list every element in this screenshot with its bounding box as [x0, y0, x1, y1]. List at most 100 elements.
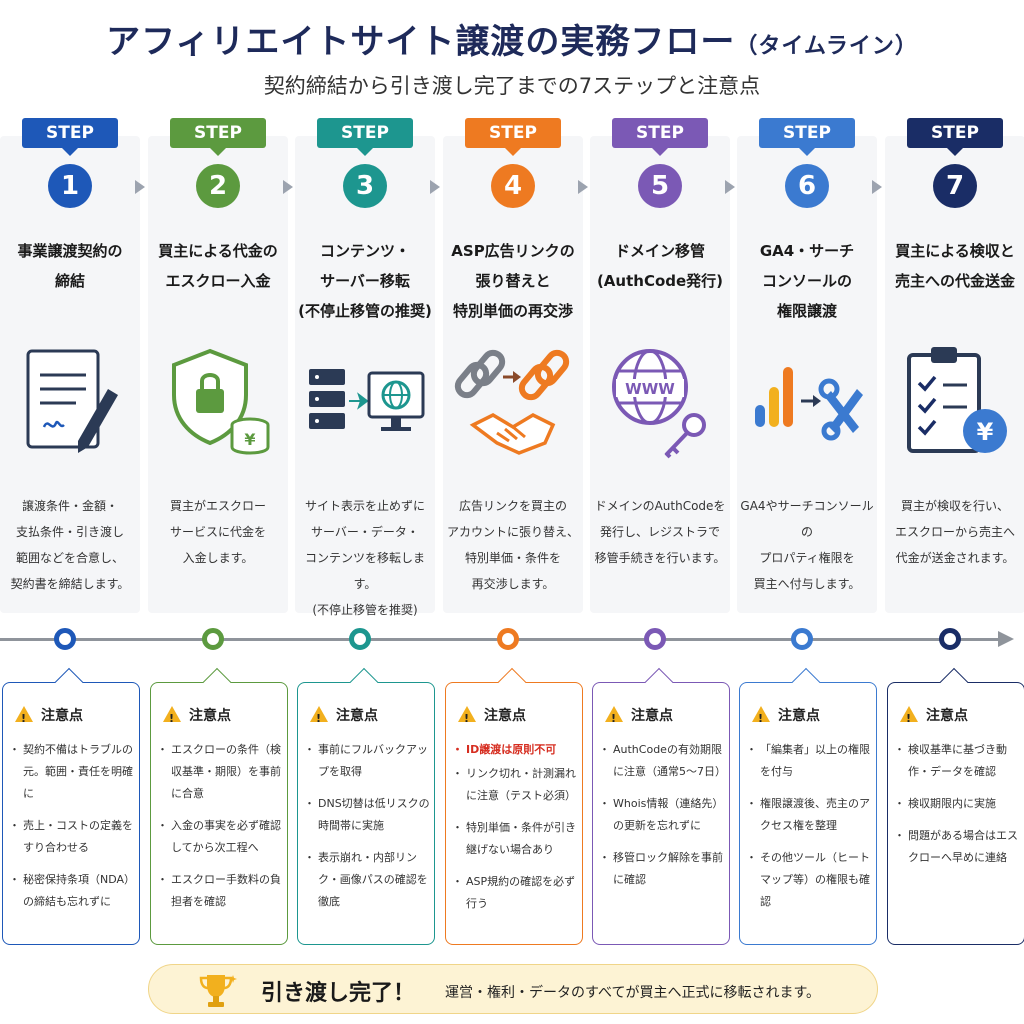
step-title-line: 事業譲渡契約の	[17, 242, 123, 260]
note-card: 注意点「編集者」以上の権限を付与権限譲渡後、売主のアクセス権を整理その他ツール（…	[739, 667, 877, 945]
step-number: 3	[343, 164, 387, 208]
step-tab: STEP	[759, 118, 855, 156]
note-list: 契約不備はトラブルの元。範囲・責任を明確に売上・コストの定義をすり合わせる秘密保…	[9, 739, 137, 923]
note-pointer	[644, 667, 674, 697]
server-migration-icon	[309, 369, 425, 431]
note-pointer	[497, 667, 527, 697]
step-title-line: コンソールの	[761, 272, 852, 290]
page-title: アフィリエイトサイト譲渡の実務フロー（タイムライン）	[0, 14, 1024, 63]
analytics-tools-icon	[755, 367, 863, 441]
step-tab: STEP	[612, 118, 708, 156]
note-heading-text: 注意点	[484, 708, 526, 724]
note-heading: 注意点	[310, 705, 428, 730]
page-title-suffix: （タイムライン）	[735, 34, 918, 59]
step-number: 5	[638, 164, 682, 208]
note-heading: 注意点	[163, 705, 281, 730]
step-description-line: 移管手続きを行います。	[594, 551, 726, 565]
warning-icon	[900, 706, 918, 730]
step-column: STEP 5 ドメイン移管(AuthCode発行) WWW ドメインのAuthCodeを…	[590, 118, 730, 613]
timeline-node	[349, 628, 371, 650]
note-item: 入金の事実を必ず確認してから次工程へ	[157, 815, 285, 859]
step-tab: STEP	[907, 118, 1003, 156]
page-title-main: アフィリエイトサイト譲渡の実務フロー	[106, 22, 736, 62]
step-description-line: コンテンツを移転します。	[304, 551, 425, 591]
note-item: 売上・コストの定義をすり合わせる	[9, 815, 137, 859]
step-description-line: (不停止移管を推奨)	[312, 603, 418, 617]
note-heading: 注意点	[15, 705, 133, 730]
note-item: 「編集者」以上の権限を付与	[746, 739, 874, 783]
step-description: サイト表示を止めずにサーバー・データ・コンテンツを移転します。 (不停止移管を推奨…	[295, 493, 435, 623]
note-item: 契約不備はトラブルの元。範囲・責任を明確に	[9, 739, 137, 805]
step-description: GA4やサーチコンソールのプロパティ権限を買主へ付与します。	[737, 493, 877, 597]
step-description-line: 発行し、レジストラで	[599, 525, 720, 539]
step-arrow-icon	[430, 180, 440, 194]
note-card: 注意点検収基準に基づき動作・データを確認検収期限内に実施問題がある場合はエスクロ…	[887, 667, 1024, 945]
step-arrow-icon	[135, 180, 145, 194]
warning-icon	[458, 706, 476, 730]
note-list: 事前にフルバックアップを取得DNS切替は低リスクの時間帯に実施表示崩れ・内部リン…	[304, 739, 432, 923]
step-number: 1	[48, 164, 92, 208]
note-list: AuthCodeの有効期限に注意（通常5〜7日）Whois情報（連絡先）の更新を…	[599, 739, 727, 901]
warning-icon	[15, 706, 33, 730]
note-item: ASP規約の確認を必ず行う	[452, 871, 580, 915]
banner-title: 引き渡し完了！	[261, 981, 416, 1006]
step-title-line: 買主による代金の	[158, 242, 278, 260]
page-subtitle: 契約締結から引き渡し完了までの7ステップと注意点	[263, 74, 761, 98]
timeline-node	[497, 628, 519, 650]
note-item: Whois情報（連絡先）の更新を忘れずに	[599, 793, 727, 837]
note-card: 注意点エスクローの条件（検収基準・期限）を事前に合意入金の事実を必ず確認してから…	[150, 667, 288, 945]
timeline-node	[939, 628, 961, 650]
step-title-line: 権限譲渡	[776, 302, 837, 320]
step-description-line: 譲渡条件・金額・	[21, 499, 118, 513]
step-description-line: 契約書を締結します。	[10, 577, 130, 591]
note-heading: 注意点	[458, 705, 576, 730]
note-item: エスクローの条件（検収基準・期限）を事前に合意	[157, 739, 285, 805]
note-item: 移管ロック解除を事前に確認	[599, 847, 727, 891]
svg-text:WWW: WWW	[625, 380, 675, 398]
warning-icon	[605, 706, 623, 730]
step-description-line: 入金します。	[182, 551, 254, 565]
note-heading: 注意点	[900, 705, 1018, 730]
note-pointer	[202, 667, 232, 697]
step-description-line: サイト表示を止めずに	[304, 499, 425, 513]
step-number: 2	[196, 164, 240, 208]
note-pointer	[791, 667, 821, 697]
step-title-line: 買主による検収と	[895, 242, 1015, 260]
step-title-line: GA4・サーチ	[759, 242, 855, 260]
step-arrow-icon	[283, 180, 293, 194]
checklist-yen-icon: ¥	[907, 347, 1007, 453]
note-item: エスクロー手数料の負担者を確認	[157, 869, 285, 913]
shield-lock-coins-icon: ¥	[172, 348, 270, 455]
note-heading: 注意点	[752, 705, 870, 730]
note-item: 問題がある場合はエスクローへ早めに連絡	[894, 825, 1022, 869]
timeline-node	[54, 628, 76, 650]
step-description-line: 再交渉します。	[471, 577, 555, 591]
warning-icon	[752, 706, 770, 730]
svg-text:¥: ¥	[977, 418, 994, 446]
note-item: 秘密保持条項（NDA）の締結も忘れずに	[9, 869, 137, 913]
note-item: その他ツール（ヒートマップ等）の権限も確認	[746, 847, 874, 913]
step-arrow-icon	[578, 180, 588, 194]
step-title-line: 張り替えと	[475, 272, 551, 290]
banner-text: 運営・権利・データのすべてが買主へ正式に移転されます。	[445, 985, 821, 1001]
step-description-line: ドメインのAuthCodeを	[594, 499, 726, 513]
step-tab: STEP	[465, 118, 561, 156]
step-description-line: 代金が送金されます。	[895, 551, 1015, 565]
step-description-line: 買主がエスクロー	[169, 499, 266, 513]
step-title-line: ASP広告リンクの	[451, 242, 575, 260]
step-title: ドメイン移管(AuthCode発行)	[590, 236, 730, 296]
step-title-line: 売主への代金送金	[894, 272, 1015, 290]
svg-text:¥: ¥	[244, 430, 255, 449]
step-title: 買主による検収と売主への代金送金	[885, 236, 1024, 296]
link-handshake-icon	[454, 349, 570, 455]
note-item: 検収期限内に実施	[894, 793, 1022, 815]
step-description-line: 買主が検収を行い、	[900, 499, 1009, 513]
timeline	[0, 628, 1024, 650]
step-tab: STEP	[170, 118, 266, 156]
step-description: ドメインのAuthCodeを発行し、レジストラで移管手続きを行います。	[590, 493, 730, 571]
step-description-line: サーバー・データ・	[311, 525, 419, 539]
step-title-line: エスクロー入金	[165, 272, 271, 290]
